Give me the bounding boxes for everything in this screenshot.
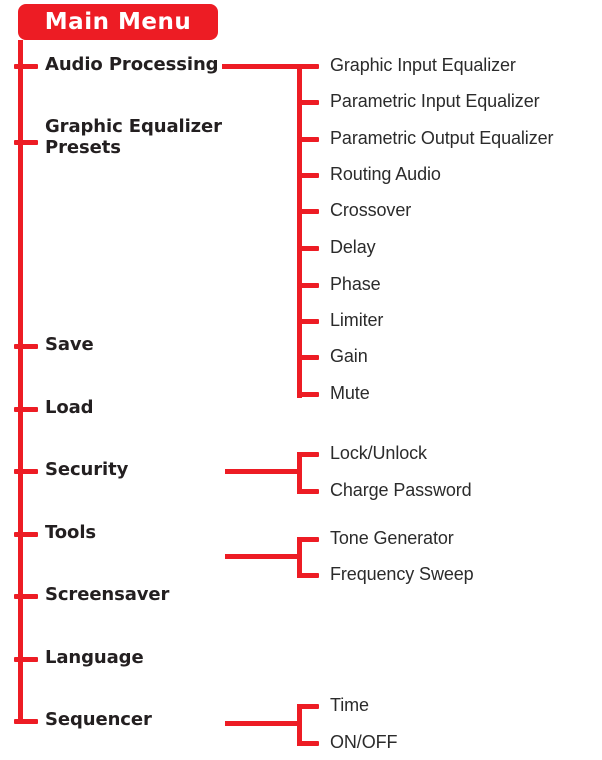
submenu-item-label: ON/OFF xyxy=(330,732,398,752)
tick-audio-processing xyxy=(14,64,38,69)
tick-tone-generator xyxy=(297,537,319,542)
main-trunk-line xyxy=(18,40,23,724)
submenu-item-label: Crossover xyxy=(330,200,412,220)
submenu-spine-sequencer xyxy=(297,704,302,746)
tick-frequency-sweep xyxy=(297,573,319,578)
menu-item-sequencer[interactable]: Sequencer xyxy=(45,709,152,730)
submenu-item-label: Limiter xyxy=(330,310,384,330)
menu-item-label: Audio Processing xyxy=(45,54,219,75)
tick-parametric-output-equalizer xyxy=(297,137,319,142)
submenu-item-label: Time xyxy=(330,695,369,715)
submenu-item-label: Charge Password xyxy=(330,480,472,500)
tick-delay xyxy=(297,246,319,251)
tick-time xyxy=(297,704,319,709)
submenu-item-label: Mute xyxy=(330,383,370,403)
tick-graphic-equalizer-presets xyxy=(14,140,38,145)
tick-tools xyxy=(14,532,38,537)
menu-item-label: Tools xyxy=(45,522,97,543)
submenu-item-label: Lock/Unlock xyxy=(330,443,427,463)
submenu-item-label: Parametric Input Equalizer xyxy=(330,91,540,111)
submenu-item-frequency-sweep[interactable]: Frequency Sweep xyxy=(330,564,474,585)
submenu-spine-tools xyxy=(297,537,302,578)
submenu-item-label: Delay xyxy=(330,237,376,257)
main-menu-header[interactable]: Main Menu xyxy=(18,4,218,40)
submenu-item-gain[interactable]: Gain xyxy=(330,346,368,367)
tick-screensaver xyxy=(14,594,38,599)
submenu-item-graphic-input-equalizer[interactable]: Graphic Input Equalizer xyxy=(330,55,516,76)
tick-save xyxy=(14,344,38,349)
menu-item-label: Security xyxy=(45,459,129,480)
menu-item-security[interactable]: Security xyxy=(45,459,128,480)
submenu-spine-audio-processing xyxy=(297,64,302,398)
menu-item-save[interactable]: Save xyxy=(45,334,94,355)
tick-lock-unlock xyxy=(297,452,319,457)
menu-item-label: Save xyxy=(45,334,94,355)
submenu-item-parametric-output-equalizer[interactable]: Parametric Output Equalizer xyxy=(330,128,554,149)
menu-item-label: Sequencer xyxy=(45,709,152,730)
submenu-item-charge-password[interactable]: Charge Password xyxy=(330,480,472,501)
tick-on-off xyxy=(297,741,319,746)
tick-charge-password xyxy=(297,489,319,494)
submenu-item-label: Graphic Input Equalizer xyxy=(330,55,516,75)
main-menu-header-label: Main Menu xyxy=(44,8,192,35)
submenu-item-on-off[interactable]: ON/OFF xyxy=(330,732,398,753)
submenu-item-label: Frequency Sweep xyxy=(330,564,474,584)
submenu-item-time[interactable]: Time xyxy=(330,695,369,716)
menu-item-language[interactable]: Language xyxy=(45,647,144,668)
tick-sequencer xyxy=(14,719,38,724)
submenu-item-label: Gain xyxy=(330,346,368,366)
submenu-item-label: Tone Generator xyxy=(330,528,454,548)
menu-item-screensaver[interactable]: Screensaver xyxy=(45,584,169,605)
connector-security xyxy=(225,469,302,474)
submenu-item-routing-audio[interactable]: Routing Audio xyxy=(330,164,441,185)
menu-item-audio-processing[interactable]: Audio Processing xyxy=(45,54,219,75)
tick-parametric-input-equalizer xyxy=(297,100,319,105)
menu-item-label: Language xyxy=(45,647,144,668)
connector-sequencer xyxy=(225,721,302,726)
submenu-item-lock-unlock[interactable]: Lock/Unlock xyxy=(330,443,427,464)
submenu-item-mute[interactable]: Mute xyxy=(330,383,370,404)
connector-tools xyxy=(225,554,302,559)
submenu-item-phase[interactable]: Phase xyxy=(330,274,381,295)
menu-item-graphic-equalizer-presets[interactable]: Graphic Equalizer Presets xyxy=(45,116,222,158)
tick-routing-audio xyxy=(297,173,319,178)
tick-graphic-input-equalizer xyxy=(297,64,319,69)
connector-audio-processing xyxy=(222,64,302,69)
menu-item-tools[interactable]: Tools xyxy=(45,522,96,543)
tick-language xyxy=(14,657,38,662)
tick-security xyxy=(14,469,38,474)
tick-phase xyxy=(297,283,319,288)
tick-gain xyxy=(297,355,319,360)
submenu-item-label: Routing Audio xyxy=(330,164,441,184)
submenu-item-label: Phase xyxy=(330,274,381,294)
menu-item-label: Load xyxy=(45,397,94,418)
submenu-item-label: Parametric Output Equalizer xyxy=(330,128,554,148)
submenu-item-delay[interactable]: Delay xyxy=(330,237,376,258)
menu-item-label: Graphic Equalizer xyxy=(45,116,222,137)
submenu-item-parametric-input-equalizer[interactable]: Parametric Input Equalizer xyxy=(330,91,540,112)
submenu-item-limiter[interactable]: Limiter xyxy=(330,310,383,331)
tick-mute xyxy=(297,392,319,397)
tick-load xyxy=(14,407,38,412)
submenu-spine-security xyxy=(297,452,302,494)
menu-item-load[interactable]: Load xyxy=(45,397,94,418)
menu-item-label-line2: Presets xyxy=(45,137,121,159)
tick-crossover xyxy=(297,209,319,214)
menu-item-label: Screensaver xyxy=(45,584,170,605)
submenu-item-tone-generator[interactable]: Tone Generator xyxy=(330,528,454,549)
submenu-item-crossover[interactable]: Crossover xyxy=(330,200,411,221)
tick-limiter xyxy=(297,319,319,324)
